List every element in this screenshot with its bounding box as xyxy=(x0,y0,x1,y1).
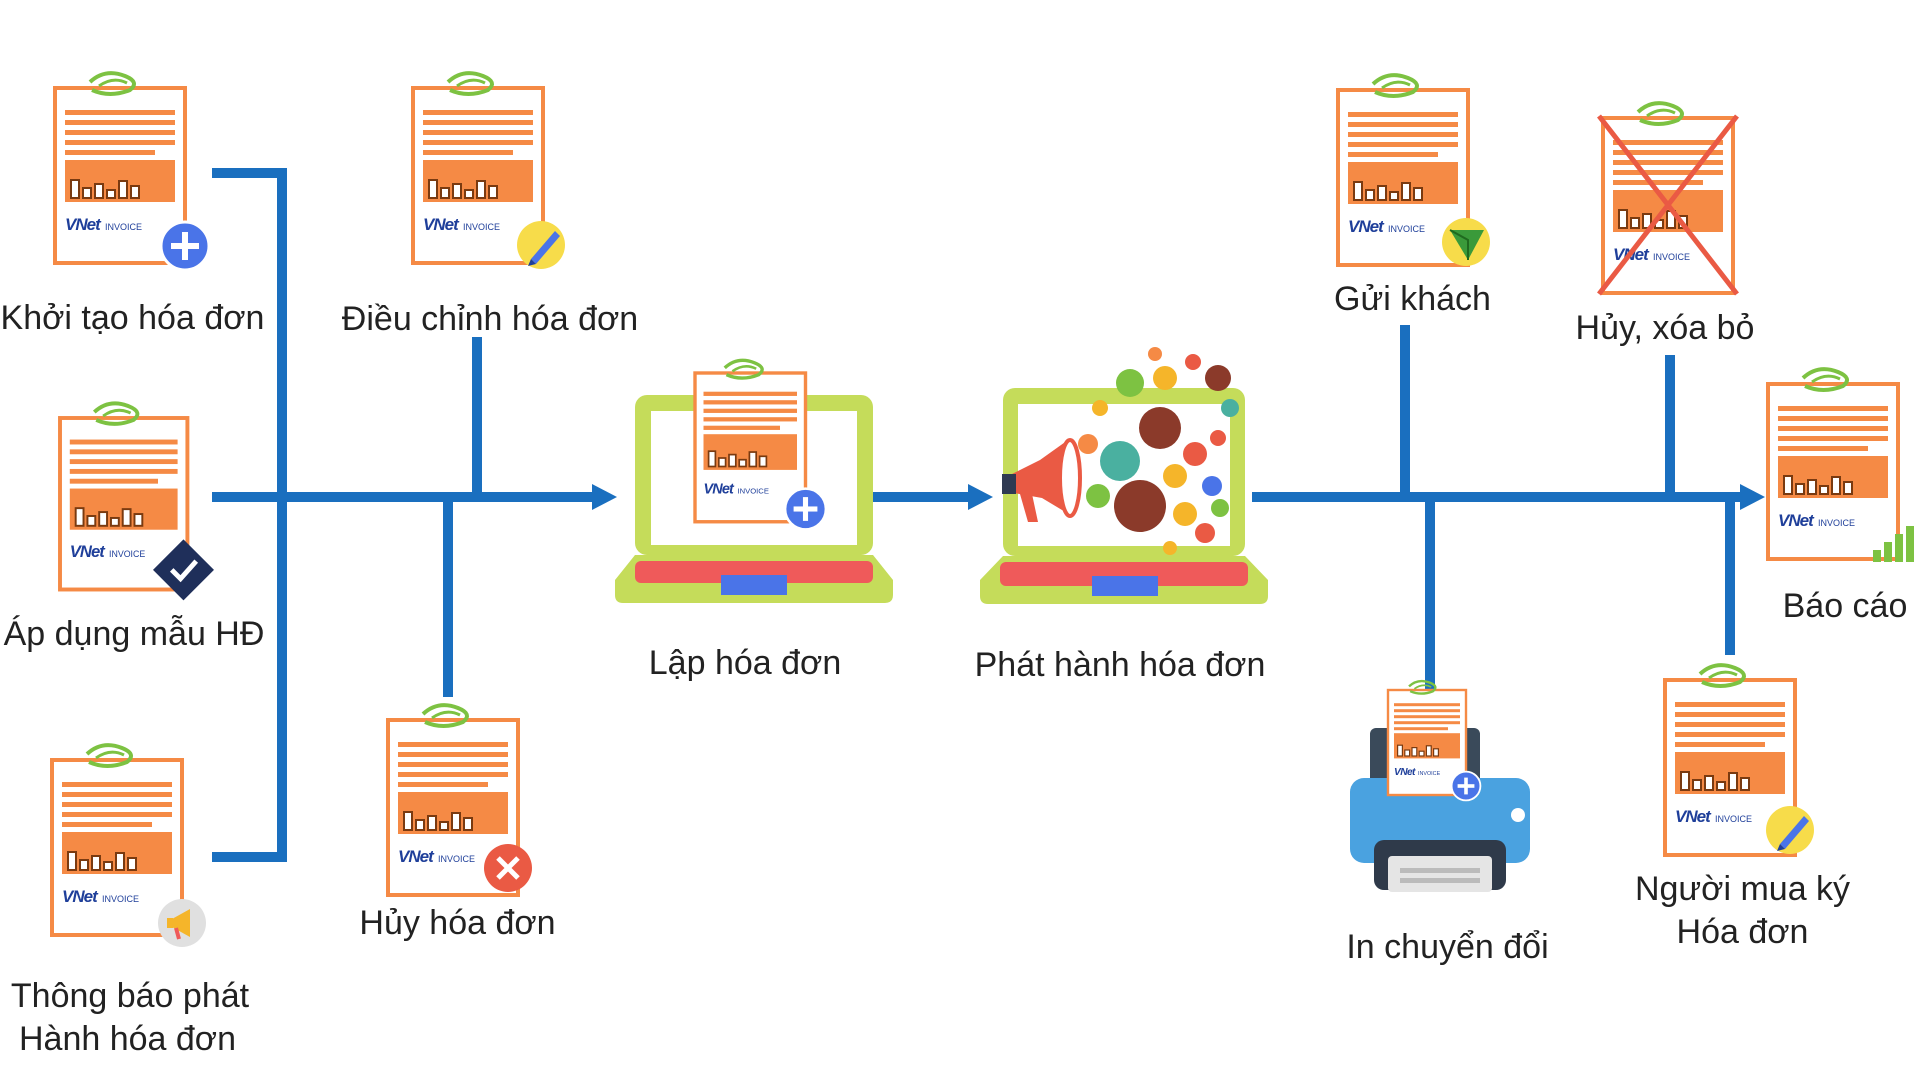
label-nguoi-mua-2: Hóa đơn xyxy=(1676,913,1809,951)
label-bao-cao: Báo cáo xyxy=(1782,587,1908,625)
label-ap-dung: Áp dụng mẫu HĐ xyxy=(3,615,265,653)
bar-chart-icon xyxy=(1873,526,1914,562)
lap-laptop-icon xyxy=(615,358,893,603)
phat-hanh-laptop-icon xyxy=(980,347,1268,604)
label-dieu-chinh: Điều chỉnh hóa đơn xyxy=(341,300,639,338)
label-lap: Lập hóa đơn xyxy=(648,644,842,682)
arrow-head-lap xyxy=(592,484,617,510)
gui-khach-document-icon xyxy=(1336,73,1490,267)
plus-icon xyxy=(159,220,211,272)
arrow-heads xyxy=(592,484,1765,510)
connector-lines xyxy=(212,168,1740,862)
megaphone-icon xyxy=(158,899,206,947)
label-huy: Hủy hóa đơn xyxy=(359,904,556,942)
label-thong-bao-2: Hành hóa đơn xyxy=(18,1020,236,1058)
label-thong-bao-1: Thông báo phát xyxy=(10,977,250,1015)
in-chuyen-doi-printer-icon xyxy=(1350,679,1530,892)
cancel-icon xyxy=(484,844,532,892)
thong-bao-document-icon xyxy=(50,743,206,947)
bao-cao-document-icon xyxy=(1766,367,1914,562)
arrow-head-phat-hanh xyxy=(968,484,993,510)
label-khoi-tao: Khởi tạo hóa đơn xyxy=(0,299,265,337)
huy-document-icon xyxy=(386,703,532,897)
send-arrow-icon xyxy=(1442,218,1490,266)
label-nguoi-mua-1: Người mua ký xyxy=(1634,870,1851,908)
ap-dung-document-icon xyxy=(58,401,214,601)
label-gui-khach: Gửi khách xyxy=(1334,280,1491,318)
megaphone-icon xyxy=(1002,438,1082,522)
label-in-chuyen-doi: In chuyển đổi xyxy=(1346,928,1549,966)
nguoi-mua-document-icon xyxy=(1663,663,1814,857)
label-huy-xoa: Hủy, xóa bỏ xyxy=(1575,309,1755,347)
arrow-head-bao-cao xyxy=(1740,484,1765,510)
social-bubbles-icon xyxy=(1078,347,1239,555)
dieu-chinh-document-icon xyxy=(411,71,565,269)
pencil-icon xyxy=(517,221,565,269)
label-phat-hanh: Phát hành hóa đơn xyxy=(974,646,1266,684)
huy-xoa-document-icon xyxy=(1597,101,1739,296)
plus-icon xyxy=(783,487,828,531)
khoi-tao-document-icon xyxy=(53,71,211,272)
pencil-icon xyxy=(1766,806,1814,854)
plus-icon xyxy=(1450,770,1482,802)
